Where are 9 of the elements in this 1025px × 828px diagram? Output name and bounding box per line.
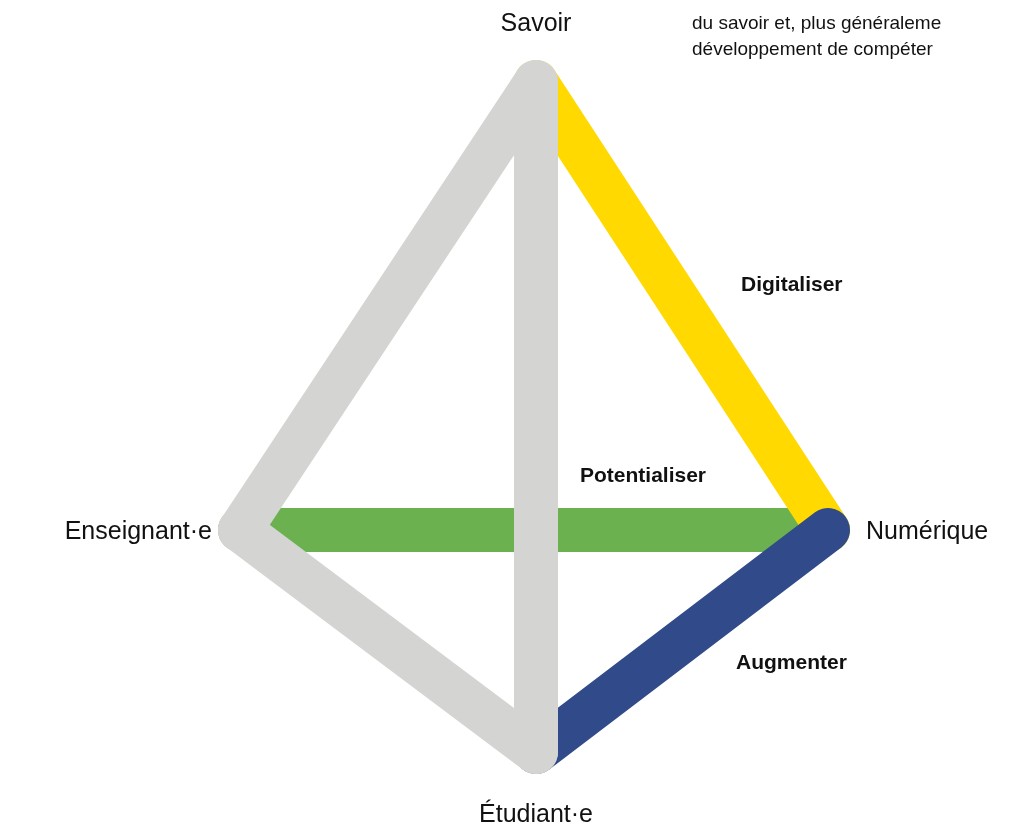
edge-label: Augmenter [736,650,847,674]
vertex-label: Étudiant·e [479,799,593,828]
vertex-label: Numérique [866,515,989,545]
edge-label: Digitaliser [741,272,843,296]
vertex-label: Enseignant·e [64,515,212,545]
edge-label: Potentialiser [580,463,707,487]
connector-bar [514,60,558,774]
vertex-label: Savoir [500,8,572,37]
note-text: du savoir et, plus généraleme développement de compéter [692,11,943,61]
